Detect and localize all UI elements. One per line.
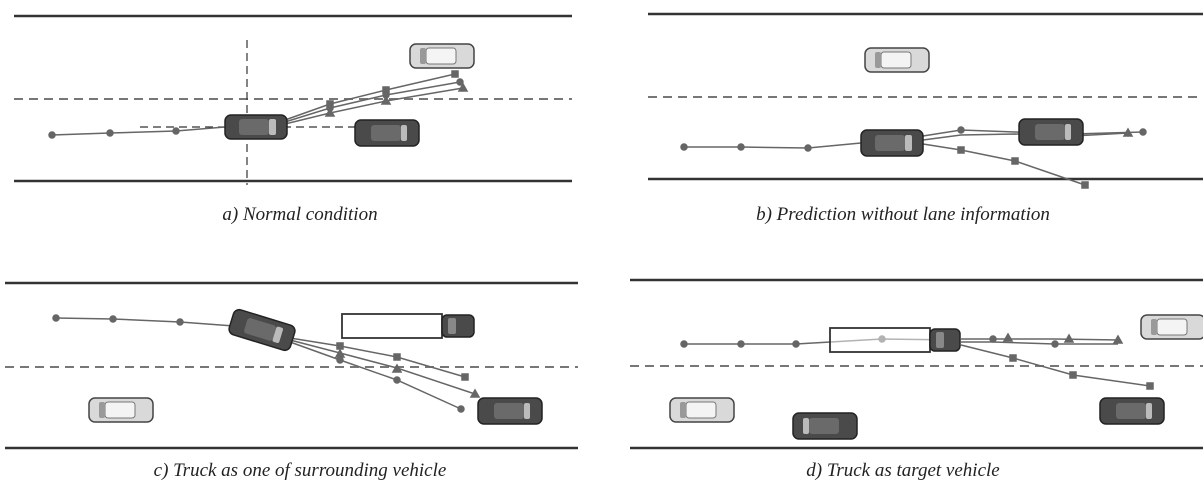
surrounding-car-light (864, 47, 930, 73)
panel-c: c) Truck as one of surrounding vehicle (0, 250, 600, 494)
surrounding-car-light (409, 43, 475, 69)
predicted-trajectories (960, 332, 1154, 390)
surrounding-car-dark (1018, 118, 1084, 146)
panel-d: d) Truck as target vehicle (603, 250, 1203, 494)
surrounding-car-dark-2 (1099, 397, 1165, 425)
panel-d-diagram (630, 278, 1203, 450)
predicted-trajectories (289, 337, 481, 413)
truck (341, 313, 475, 339)
target-car (860, 129, 924, 157)
caption-c: c) Truck as one of surrounding vehicle (153, 460, 447, 481)
surrounding-car-light-1 (1140, 314, 1203, 340)
history-trajectory (48, 126, 226, 139)
surrounding-car-dark (354, 119, 420, 147)
target-car (228, 308, 296, 352)
panel-b-diagram (648, 12, 1203, 189)
surrounding-car-dark-1 (792, 412, 858, 440)
panel-b: b) Prediction without lane information (603, 0, 1203, 240)
panel-a: a) Normal condition (0, 0, 600, 240)
panel-a-diagram (14, 14, 572, 185)
panel-c-diagram (5, 281, 578, 450)
predicted-trajectories (922, 126, 1147, 189)
caption-b: b) Prediction without lane information (756, 204, 1050, 225)
surrounding-car-light (88, 397, 154, 423)
truck-target (829, 327, 961, 353)
predicted-trajectories (284, 70, 469, 125)
surrounding-car-dark (477, 397, 543, 425)
surrounding-car-light-2 (669, 397, 735, 423)
caption-a: a) Normal condition (222, 204, 378, 225)
history-trajectory (680, 142, 862, 152)
history-trajectory (52, 314, 235, 327)
caption-d: d) Truck as target vehicle (806, 460, 1000, 481)
target-car (224, 114, 288, 140)
